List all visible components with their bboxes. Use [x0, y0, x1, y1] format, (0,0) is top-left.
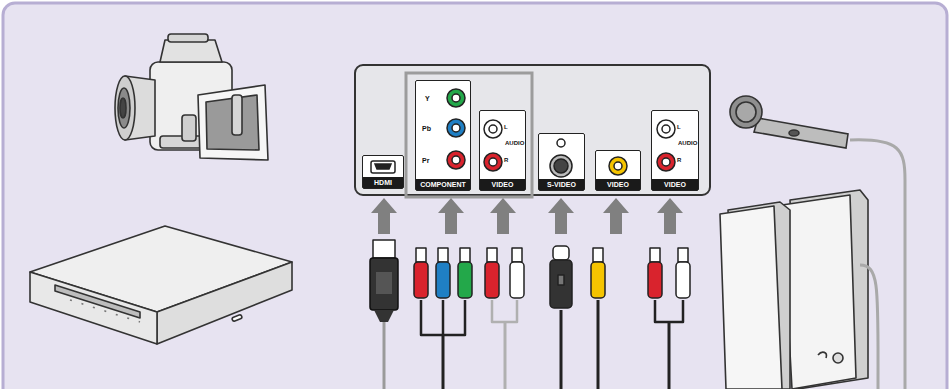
jack-label: Pb	[422, 125, 431, 132]
jack-label: AUDIO	[678, 140, 697, 146]
jack-label: Y	[425, 95, 430, 102]
jack-label: Pr	[422, 157, 429, 164]
port-label: S-VIDEO	[539, 179, 584, 190]
port-label: VIDEO	[596, 179, 640, 190]
port-plate: VIDEO	[595, 150, 641, 191]
port-label: VIDEO	[480, 179, 525, 190]
group-bracket	[406, 73, 532, 197]
jack-label: R	[504, 157, 508, 163]
port-plate: L R AUDIO VIDEO	[651, 110, 699, 191]
port-label: HDMI	[363, 177, 403, 188]
port-plate: HDMI	[362, 155, 404, 189]
jack-label: AUDIO	[505, 140, 524, 146]
port-label: COMPONENT	[416, 179, 470, 190]
camcorder	[115, 34, 268, 160]
port-plate: S-VIDEO	[538, 133, 585, 191]
speakers	[720, 190, 878, 389]
cables	[370, 240, 690, 389]
insert-arrows	[371, 198, 683, 234]
port-plate: Y PbPrCOMPONENT	[415, 80, 471, 191]
jacks	[371, 89, 675, 177]
port-label: VIDEO	[652, 179, 698, 190]
port-plate: L R AUDIO VIDEO	[479, 110, 526, 191]
frame	[3, 3, 947, 389]
port-plates	[362, 80, 699, 191]
dvd-player	[30, 226, 292, 344]
jack-label: R	[677, 157, 681, 163]
jack-label: L	[504, 124, 508, 130]
jack-label: L	[677, 124, 681, 130]
